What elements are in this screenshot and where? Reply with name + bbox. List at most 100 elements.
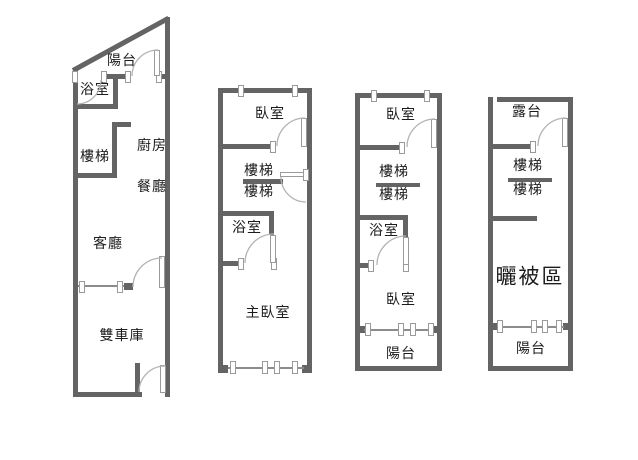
door-jamb	[101, 71, 107, 83]
room-label-stairs-lower: 樓梯	[244, 184, 274, 200]
wall-window-stub	[432, 326, 442, 333]
door-jamb	[72, 71, 78, 83]
window-marker	[497, 320, 503, 333]
wall-bathroom-top	[355, 215, 408, 220]
wall-right	[568, 97, 573, 371]
wall-left	[355, 93, 360, 371]
door-leaf-living	[159, 256, 165, 288]
window-marker	[398, 323, 404, 336]
room-label-stairs: 樓梯	[80, 149, 110, 165]
door-swing-arc	[406, 118, 436, 148]
room-label-bedroom: 臥室	[255, 106, 285, 122]
room-label-kitchen: 廚房	[137, 138, 167, 154]
wall-bathroom-bottom	[218, 261, 240, 266]
wall-top	[218, 88, 312, 93]
wall-garage-stub	[135, 363, 140, 397]
door-swing-arc	[276, 117, 306, 147]
door-swing-arc	[76, 79, 102, 105]
wall-bathroom-bottom	[73, 104, 118, 109]
wall-bathroom-right	[403, 215, 408, 239]
stairs-mid-line	[508, 178, 552, 182]
wall-right	[437, 93, 442, 371]
window-marker	[274, 361, 280, 374]
room-label-bedroom-front: 臥室	[386, 107, 416, 123]
door-jamb	[399, 142, 405, 154]
window-line-balcony	[497, 326, 564, 328]
window-marker	[292, 361, 298, 374]
door-leaf-bathroom	[403, 237, 409, 265]
door-jamb	[125, 71, 131, 83]
door-swing-arc	[244, 233, 275, 264]
wall-bottom	[73, 392, 142, 397]
room-label-balcony: 陽台	[107, 53, 137, 69]
wall-balcony-divider	[160, 74, 170, 79]
room-label-stairs-upper: 樓梯	[379, 164, 409, 180]
room-label-bedroom-rear: 臥室	[386, 292, 416, 308]
room-label-bathroom: 浴室	[232, 220, 262, 236]
window-marker	[424, 90, 430, 102]
room-label-stairs-lower: 樓梯	[513, 182, 543, 198]
door-swing-arc	[376, 235, 407, 266]
door-swing-arc	[138, 365, 166, 393]
window-marker	[428, 323, 434, 336]
wall-right	[307, 88, 312, 373]
room-label-bathroom: 浴室	[369, 223, 399, 239]
stairs-mid-line	[243, 179, 283, 184]
door-jamb	[368, 260, 374, 272]
wall-window-stub	[488, 323, 498, 330]
door-jamb	[238, 258, 244, 270]
door-jamb	[530, 141, 536, 153]
room-label-bathroom: 浴室	[80, 82, 110, 98]
wall-bottom-stub	[302, 365, 312, 373]
window-marker	[230, 361, 236, 374]
wall-bottom-stub	[218, 365, 228, 373]
window-marker	[117, 281, 123, 293]
wall-left	[218, 88, 223, 373]
wall-bottom	[355, 366, 442, 371]
stairs-mid-line	[376, 183, 420, 187]
wall-bedroom-divider	[355, 145, 402, 150]
wall-bathroom-right	[269, 211, 274, 235]
room-label-living: 客廳	[93, 236, 123, 252]
window-marker	[238, 85, 244, 97]
door-swing-arc	[131, 49, 159, 77]
wall-stairs-bottom	[73, 173, 116, 178]
room-label-roof-terrace: 露台	[512, 104, 542, 120]
window-marker	[556, 320, 562, 333]
wall-bathroom-bottom	[355, 263, 370, 268]
wall-top	[497, 97, 573, 102]
wall-divider-jamb	[124, 283, 133, 290]
wall-window-stub	[355, 326, 365, 333]
room-label-quilt-drying-area: 曬被區	[495, 264, 565, 289]
room-label-garage: 雙車庫	[99, 328, 145, 344]
room-label-stairs-upper: 樓梯	[244, 163, 274, 179]
wall-right	[165, 17, 170, 397]
window-marker	[371, 90, 377, 102]
door-jamb	[303, 169, 309, 181]
room-label-stairs-upper: 樓梯	[513, 158, 543, 174]
wall-stairs-right	[112, 122, 117, 178]
window-marker	[542, 320, 548, 333]
room-label-dining: 餐廳	[137, 179, 167, 195]
wall-bottom	[488, 366, 573, 371]
wall-window-stub	[563, 323, 573, 330]
window-line-living-garage	[78, 285, 125, 287]
room-label-balcony: 陽台	[386, 346, 416, 362]
wall-bathroom-right	[113, 74, 118, 109]
wall-left	[488, 97, 493, 371]
wall-left	[73, 70, 78, 397]
window-marker	[262, 361, 268, 374]
wall-top	[355, 93, 442, 98]
wall-bathroom-top	[218, 211, 274, 216]
wall-terrace-divider	[488, 144, 533, 149]
window-marker	[365, 323, 371, 336]
wall-bedroom-divider	[218, 144, 273, 149]
window-marker	[292, 85, 298, 97]
door-swing-arc	[280, 176, 307, 203]
room-label-master-bedroom: 主臥室	[245, 305, 291, 321]
door-jamb	[270, 141, 276, 153]
room-label-balcony: 陽台	[516, 341, 546, 357]
window-marker	[79, 281, 85, 293]
